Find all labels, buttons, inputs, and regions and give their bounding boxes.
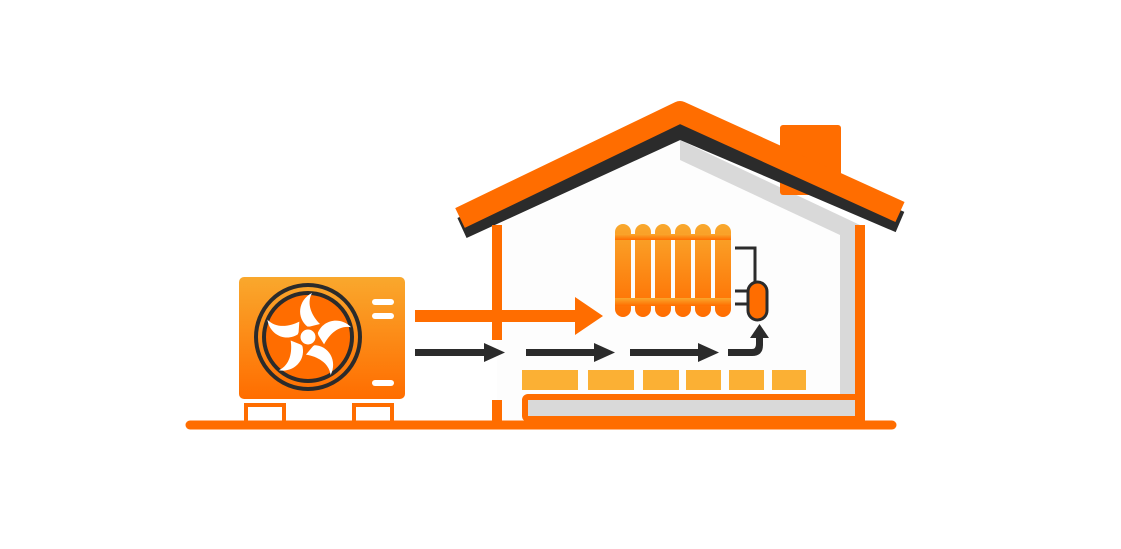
radiator-valve	[746, 280, 769, 322]
left-wall-upper	[492, 225, 502, 340]
underfloor-tiles	[522, 370, 806, 390]
radiator-icon	[615, 224, 769, 322]
heat-flow-arrow	[415, 297, 603, 335]
heat-pump-unit	[239, 277, 405, 423]
fan-icon	[254, 283, 362, 391]
water-flow-arrows	[415, 324, 769, 362]
right-wall	[855, 225, 865, 425]
floor-slab	[522, 394, 861, 422]
left-wall-lower	[492, 400, 502, 425]
interior-shadow	[680, 140, 860, 420]
vent-slots	[372, 299, 394, 386]
roof	[455, 101, 905, 228]
